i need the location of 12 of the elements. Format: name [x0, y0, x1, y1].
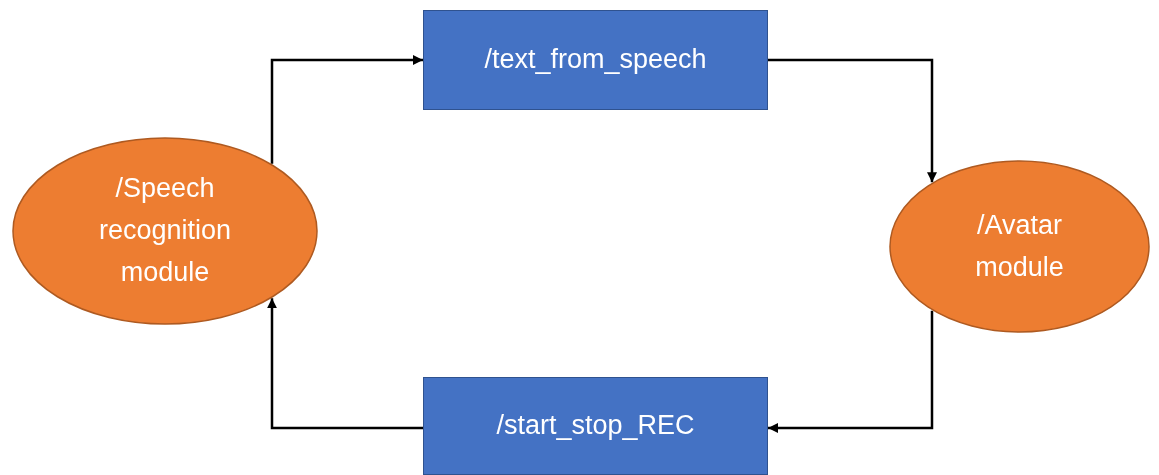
node-label: /Speech recognition module: [97, 172, 233, 289]
module-ellipse: [12, 137, 318, 325]
node-label: /Avatar module: [974, 208, 1065, 284]
node-label: /text_from_speech: [484, 43, 707, 77]
connector-arrow: [267, 298, 423, 430]
connector-arrow: [768, 310, 934, 433]
connector-arrow: [270, 55, 423, 164]
connector-arrow: [768, 58, 937, 183]
module-ellipse: [889, 160, 1150, 333]
topic-box: [423, 377, 768, 475]
node-label: /start_stop_REC: [496, 409, 695, 443]
topic-box: [423, 10, 768, 110]
